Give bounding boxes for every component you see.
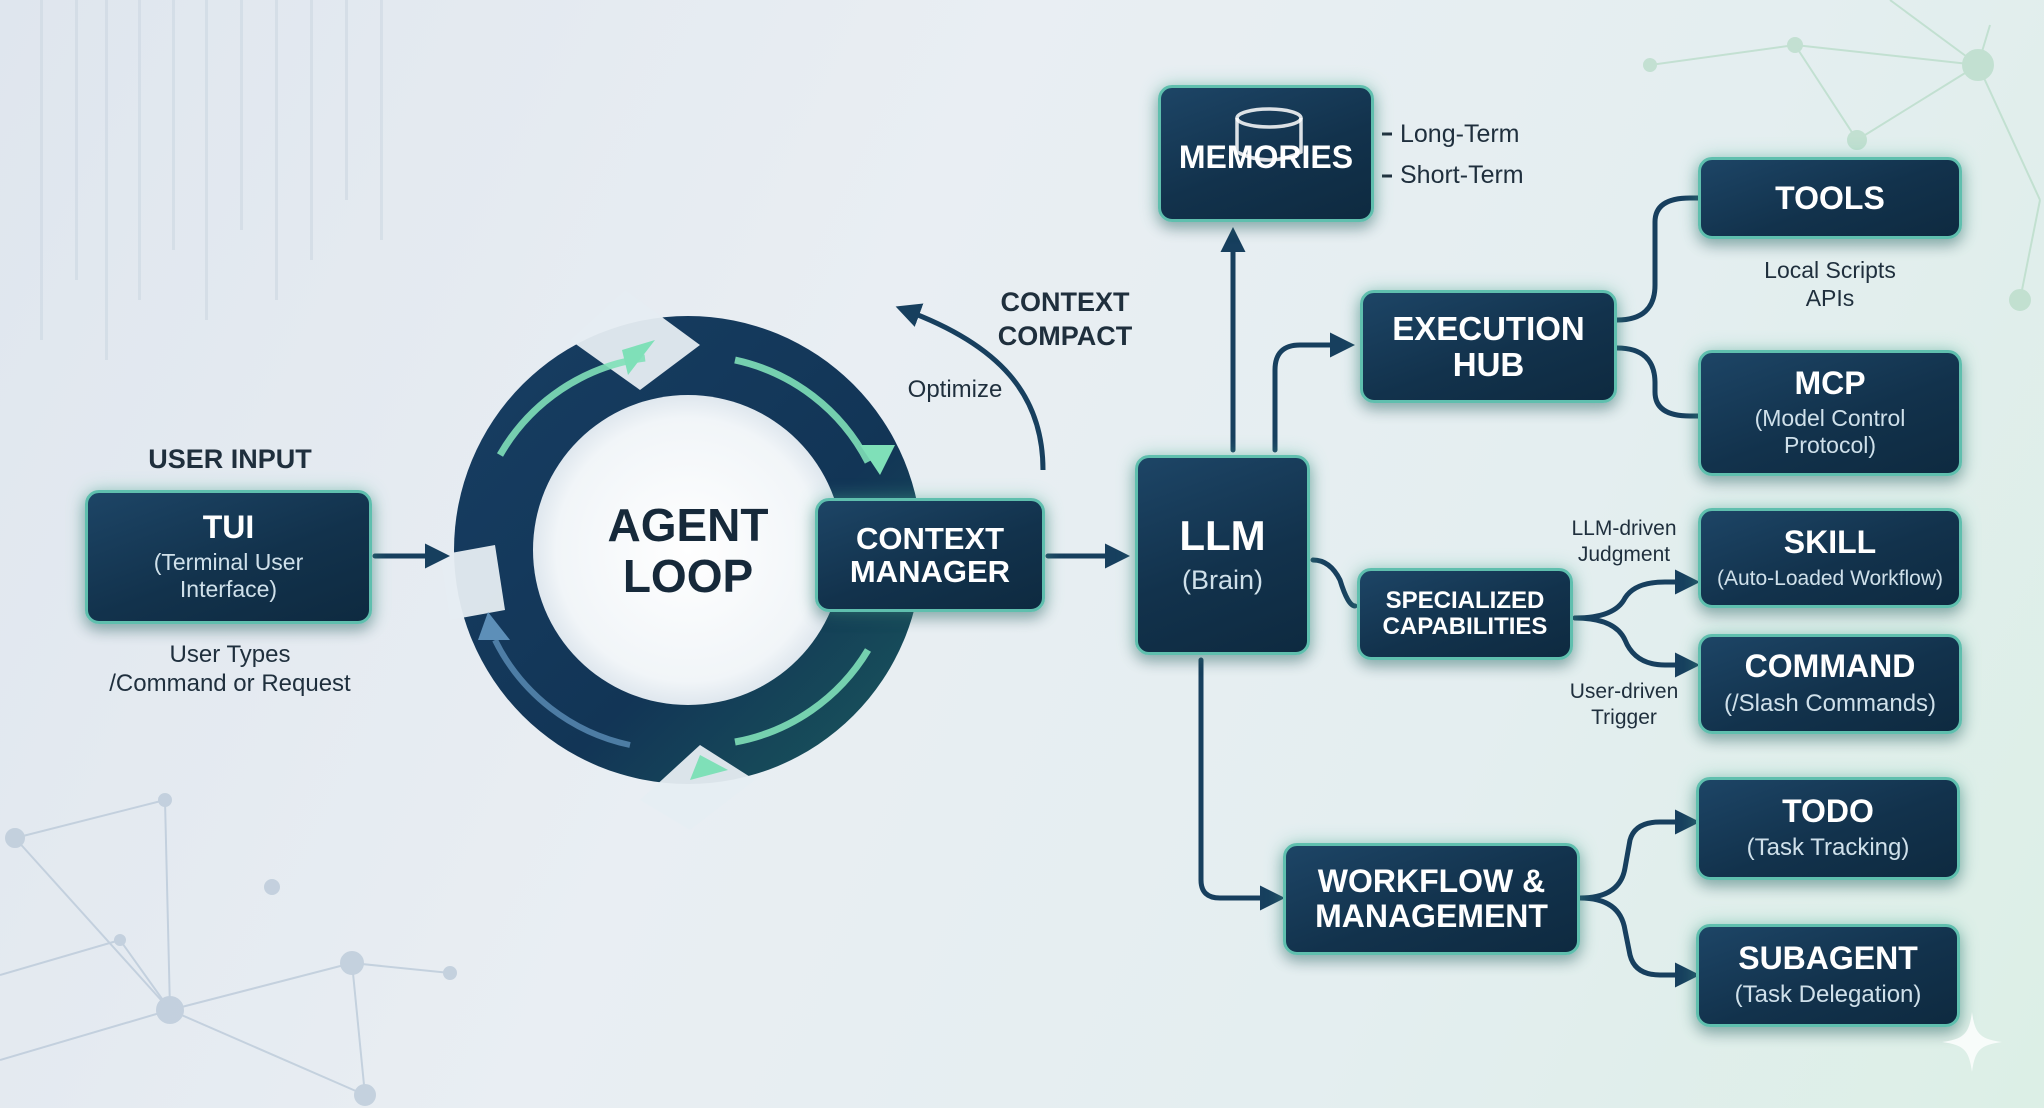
memories-long-term: Long-Term <box>1400 120 1520 148</box>
llm-sub: (Brain) <box>1181 565 1263 596</box>
todo-sub: (Task Tracking) <box>1746 834 1910 862</box>
agent-loop-ring <box>440 290 922 830</box>
user-input-heading: USER INPUT <box>148 444 312 474</box>
network-decoration-bottom-left <box>0 793 457 1106</box>
user-input-caption: User Types /Command or Request <box>70 640 390 699</box>
mcp-node[interactable]: MCP (Model Control Protocol) <box>1698 350 1962 476</box>
tools-node[interactable]: TOOLS <box>1698 157 1962 239</box>
context-compact-label: CONTEXT COMPACT <box>975 286 1155 354</box>
mcp-title: MCP <box>1794 365 1866 402</box>
database-icon <box>1235 107 1303 162</box>
skill-title: SKILL <box>1783 524 1877 561</box>
tui-node[interactable]: TUI (Terminal User Interface) <box>85 490 372 624</box>
command-sub: (/Slash Commands) <box>1723 689 1937 717</box>
context-compact-line1: CONTEXT <box>1000 287 1130 317</box>
tui-sub-1: (Terminal User <box>153 548 304 575</box>
context-manager-node[interactable]: CONTEXT MANAGER <box>815 498 1045 612</box>
execution-hub-node[interactable]: EXECUTION HUB <box>1360 290 1617 403</box>
user-driven-line2: Trigger <box>1591 705 1657 729</box>
workflow-line2: MANAGEMENT <box>1315 898 1548 934</box>
specialized-capabilities-node[interactable]: SPECIALIZED CAPABILITIES <box>1357 568 1573 660</box>
mcp-sub-1: (Model Control <box>1754 404 1906 431</box>
execution-hub-line1: EXECUTION <box>1392 309 1585 347</box>
user-driven-line1: User-driven <box>1569 680 1679 703</box>
tools-caption-2: APIs <box>1805 285 1855 312</box>
agent-loop-line1: AGENT <box>607 499 769 551</box>
todo-title: TODO <box>1782 792 1874 829</box>
branch-specialized-command <box>1572 615 1700 678</box>
llm-driven-line1: LLM-driven <box>1571 517 1677 540</box>
memories-node[interactable]: MEMORIES <box>1158 85 1374 222</box>
agent-loop-label: AGENT LOOP <box>578 500 798 601</box>
todo-node[interactable]: TODO (Task Tracking) <box>1696 777 1960 880</box>
agent-loop-line2: LOOP <box>622 549 754 602</box>
context-manager-line2: MANAGER <box>849 554 1011 589</box>
llm-title: LLM <box>1179 512 1266 560</box>
sparkle-icon <box>1942 1012 2002 1072</box>
workflow-line1: WORKFLOW & <box>1317 863 1546 900</box>
user-input-caption-2: /Command or Request <box>109 670 351 698</box>
subagent-sub: (Task Delegation) <box>1734 981 1922 1009</box>
network-decoration-top-right <box>1643 0 2041 311</box>
tools-title: TOOLS <box>1775 179 1885 216</box>
tools-caption-1: Local Scripts <box>1764 257 1896 283</box>
arrow-llm-to-workflow <box>1198 657 1285 911</box>
subagent-node[interactable]: SUBAGENT (Task Delegation) <box>1696 924 1960 1027</box>
arrow-llm-to-specialized <box>1310 557 1358 609</box>
branch-execution-mcp <box>1614 345 1703 419</box>
branch-execution-tools <box>1614 195 1703 323</box>
arrow-llm-to-execution <box>1272 332 1355 453</box>
llm-node[interactable]: LLM (Brain) <box>1135 455 1310 655</box>
context-compact-line2: COMPACT <box>997 320 1133 351</box>
tui-title: TUI <box>202 509 255 546</box>
command-title: COMMAND <box>1744 648 1916 685</box>
command-node[interactable]: COMMAND (/Slash Commands) <box>1698 634 1962 734</box>
workflow-management-node[interactable]: WORKFLOW & MANAGEMENT <box>1283 843 1580 955</box>
llm-driven-line2: Judgment <box>1577 542 1671 566</box>
optimize-label: Optimize <box>907 376 1003 403</box>
skill-sub: (Auto-Loaded Workflow) <box>1716 566 1944 590</box>
context-manager-line1: CONTEXT <box>855 520 1005 556</box>
binary-stripes-decoration <box>40 0 383 360</box>
tools-caption: Local Scripts APIs <box>1710 256 1950 312</box>
skill-node[interactable]: SKILL (Auto-Loaded Workflow) <box>1698 508 1962 608</box>
branch-specialized-skill <box>1572 569 1700 621</box>
branch-workflow-subagent <box>1577 895 1700 988</box>
context-compact-arrow <box>895 303 1046 471</box>
user-input-caption-1: User Types <box>169 641 291 668</box>
specialized-line1: SPECIALIZED <box>1385 587 1545 615</box>
branch-workflow-todo <box>1577 809 1700 901</box>
memories-title: MEMORIES <box>1178 139 1354 176</box>
subagent-title: SUBAGENT <box>1738 939 1918 976</box>
tui-sub-2: Interface) <box>179 576 278 603</box>
mcp-sub-2: Protocol) <box>1783 432 1877 459</box>
memories-short-term: Short-Term <box>1400 161 1524 189</box>
user-driven-label: User-driven Trigger <box>1550 679 1698 730</box>
specialized-line2: CAPABILITIES <box>1382 613 1548 640</box>
llm-driven-label: LLM-driven Judgment <box>1550 516 1698 567</box>
execution-hub-line2: HUB <box>1452 345 1525 383</box>
